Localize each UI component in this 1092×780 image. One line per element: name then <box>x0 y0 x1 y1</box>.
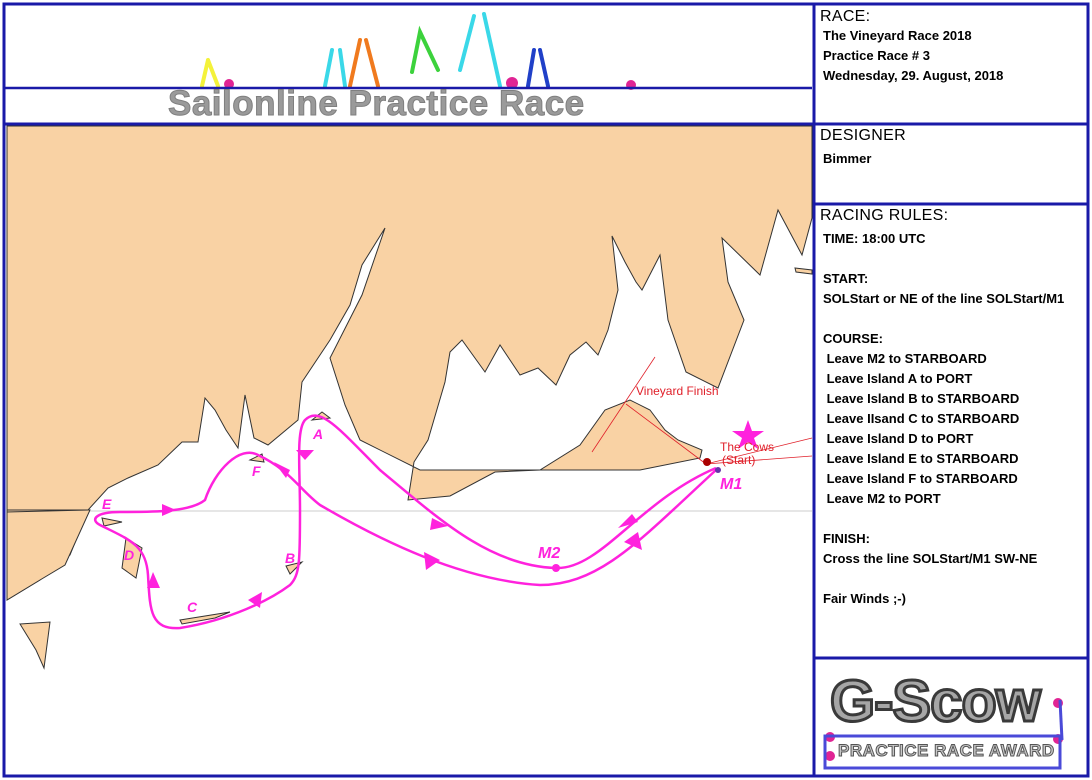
finish-lines <box>591 356 813 465</box>
designer-panel: DESIGNER Bimmer <box>820 127 906 169</box>
label-start: (Start) <box>722 453 755 467</box>
rules-line: Leave M2 to STARBOARD <box>823 351 987 366</box>
label-vineyard-finish: Vineyard Finish <box>636 384 719 398</box>
gscow-logo-graphic <box>823 698 1064 770</box>
rules-line <box>823 249 1064 269</box>
rules-panel: RACING RULES: TIME: 18:00 UTC START: SOLS… <box>820 207 1064 609</box>
gscow-logo-title: G-Scow <box>829 668 1043 736</box>
star-icon <box>732 420 764 449</box>
race-date: Wednesday, 29. August, 2018 <box>823 68 1004 83</box>
rules-line: START: <box>823 271 869 286</box>
gscow-logo-subtitle: PRACTICE RACE AWARD <box>838 741 1055 761</box>
rules-line <box>823 309 1064 329</box>
label-d: D <box>124 547 134 563</box>
label-m1: M1 <box>720 476 742 493</box>
designer-heading: DESIGNER <box>820 127 906 144</box>
rules-line: COURSE: <box>823 331 883 346</box>
m1-mark <box>715 467 721 473</box>
label-the-cows: The Cows <box>720 440 774 454</box>
race-number: Practice Race # 3 <box>823 48 930 63</box>
course-arrows <box>147 450 642 608</box>
rules-list: TIME: 18:00 UTC START: SOLStart or NE of … <box>823 229 1064 609</box>
rules-line: TIME: 18:00 UTC <box>823 231 926 246</box>
label-f: F <box>252 463 261 479</box>
rules-line <box>823 509 1064 529</box>
start-mark <box>703 458 711 466</box>
rules-line: Fair Winds ;-) <box>823 591 906 606</box>
label-b: B <box>285 550 295 566</box>
rules-line: Leave Island E to STARBOARD <box>823 451 1019 466</box>
designer-name: Bimmer <box>823 151 872 166</box>
course-path <box>94 414 717 630</box>
rules-line: FINISH: <box>823 531 870 546</box>
island-e-shape <box>101 517 123 527</box>
label-m2: M2 <box>538 545 560 562</box>
label-c: C <box>187 599 198 615</box>
race-panel: RACE: The Vineyard Race 2018 Practice Ra… <box>820 8 1003 86</box>
island-c-shape <box>179 611 231 625</box>
label-a: A <box>312 426 323 442</box>
rules-line: Leave Island F to STARBOARD <box>823 471 1018 486</box>
rules-heading: RACING RULES: <box>820 207 949 224</box>
rules-line <box>823 569 1064 589</box>
rules-line: Leave Island B to STARBOARD <box>823 391 1020 406</box>
rules-line: Cross the line SOLStart/M1 SW-NE <box>823 551 1038 566</box>
race-name: The Vineyard Race 2018 <box>823 28 972 43</box>
rules-line: Leave Island A to PORT <box>823 371 973 386</box>
land-mass <box>6 125 813 601</box>
label-e: E <box>102 496 112 512</box>
m2-mark <box>552 564 560 572</box>
rules-line: Leave M2 to PORT <box>823 491 941 506</box>
race-heading: RACE: <box>820 8 871 25</box>
rules-line: Leave Island D to PORT <box>823 431 974 446</box>
rules-line: SOLStart or NE of the line SOLStart/M1 <box>823 291 1065 306</box>
sails-decoration <box>200 12 550 88</box>
rules-line: Leave IIsand C to STARBOARD <box>823 411 1020 426</box>
page-title: Sailonline Practice Race <box>168 84 585 124</box>
